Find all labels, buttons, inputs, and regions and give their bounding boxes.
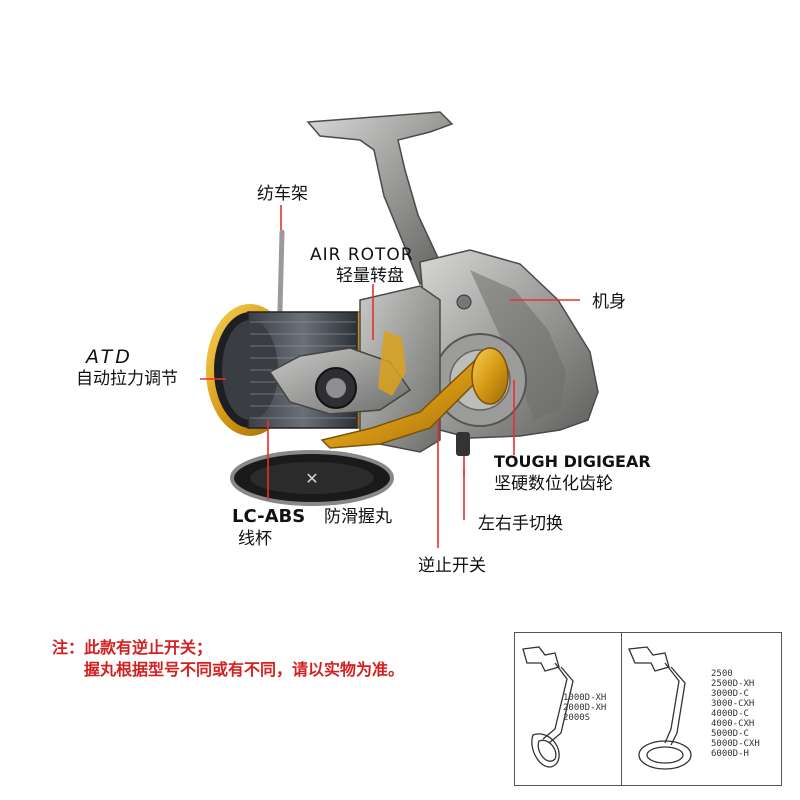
reel-handle: [320, 347, 509, 456]
left-model: 2000D-XH: [563, 703, 607, 713]
svg-text:✕: ✕: [305, 469, 318, 488]
label-switch-hand: 左右手切换: [478, 514, 563, 534]
label-digigear-en: TOUGH DIGIGEAR: [494, 452, 651, 471]
label-air-rotor-cn: 轻量转盘: [336, 266, 404, 286]
reel-rotor: [268, 285, 441, 453]
right-model: 3000-CXH: [711, 699, 755, 709]
note-line-2: 握丸根据型号不同或有不同，请以实物为准。: [84, 660, 405, 679]
reel-knob: ✕: [230, 450, 394, 506]
atd-logo: ATD: [86, 346, 133, 368]
handle-sketches: [522, 646, 692, 770]
annotation-lines: [200, 205, 580, 548]
label-frame-stand: 纺车架: [257, 184, 308, 204]
label-lc-abs-en: LC-ABS: [232, 506, 306, 527]
right-model: 4000D-C: [711, 709, 749, 719]
label-digigear-cn: 坚硬数位化齿轮: [494, 474, 613, 494]
spinning-reel-illustration: ✕: [200, 111, 599, 548]
right-model: 4000-CXH: [711, 719, 755, 729]
inset-divider: [621, 633, 622, 785]
right-model: 2500: [711, 669, 733, 679]
left-model: 2000S: [563, 713, 591, 723]
right-model: 5000D-C: [711, 729, 749, 739]
label-anti-reverse: 逆止开关: [418, 556, 486, 576]
label-knob: 防滑握丸: [324, 507, 392, 527]
right-model: 5000D-CXH: [711, 739, 760, 749]
label-atd-cn: 自动拉力调节: [76, 369, 178, 389]
note-line-1: 注：此款有逆止开关；: [52, 638, 213, 657]
right-model: 2500D-XH: [711, 679, 755, 689]
right-model: 6000D-H: [711, 749, 749, 759]
label-air-rotor-en: AIR ROTOR: [310, 245, 414, 265]
left-model: 1000D-XH: [563, 693, 607, 703]
label-lc-abs-cn: 线杯: [238, 529, 272, 549]
right-model: 3000D-C: [711, 689, 749, 699]
label-body: 机身: [592, 292, 626, 312]
